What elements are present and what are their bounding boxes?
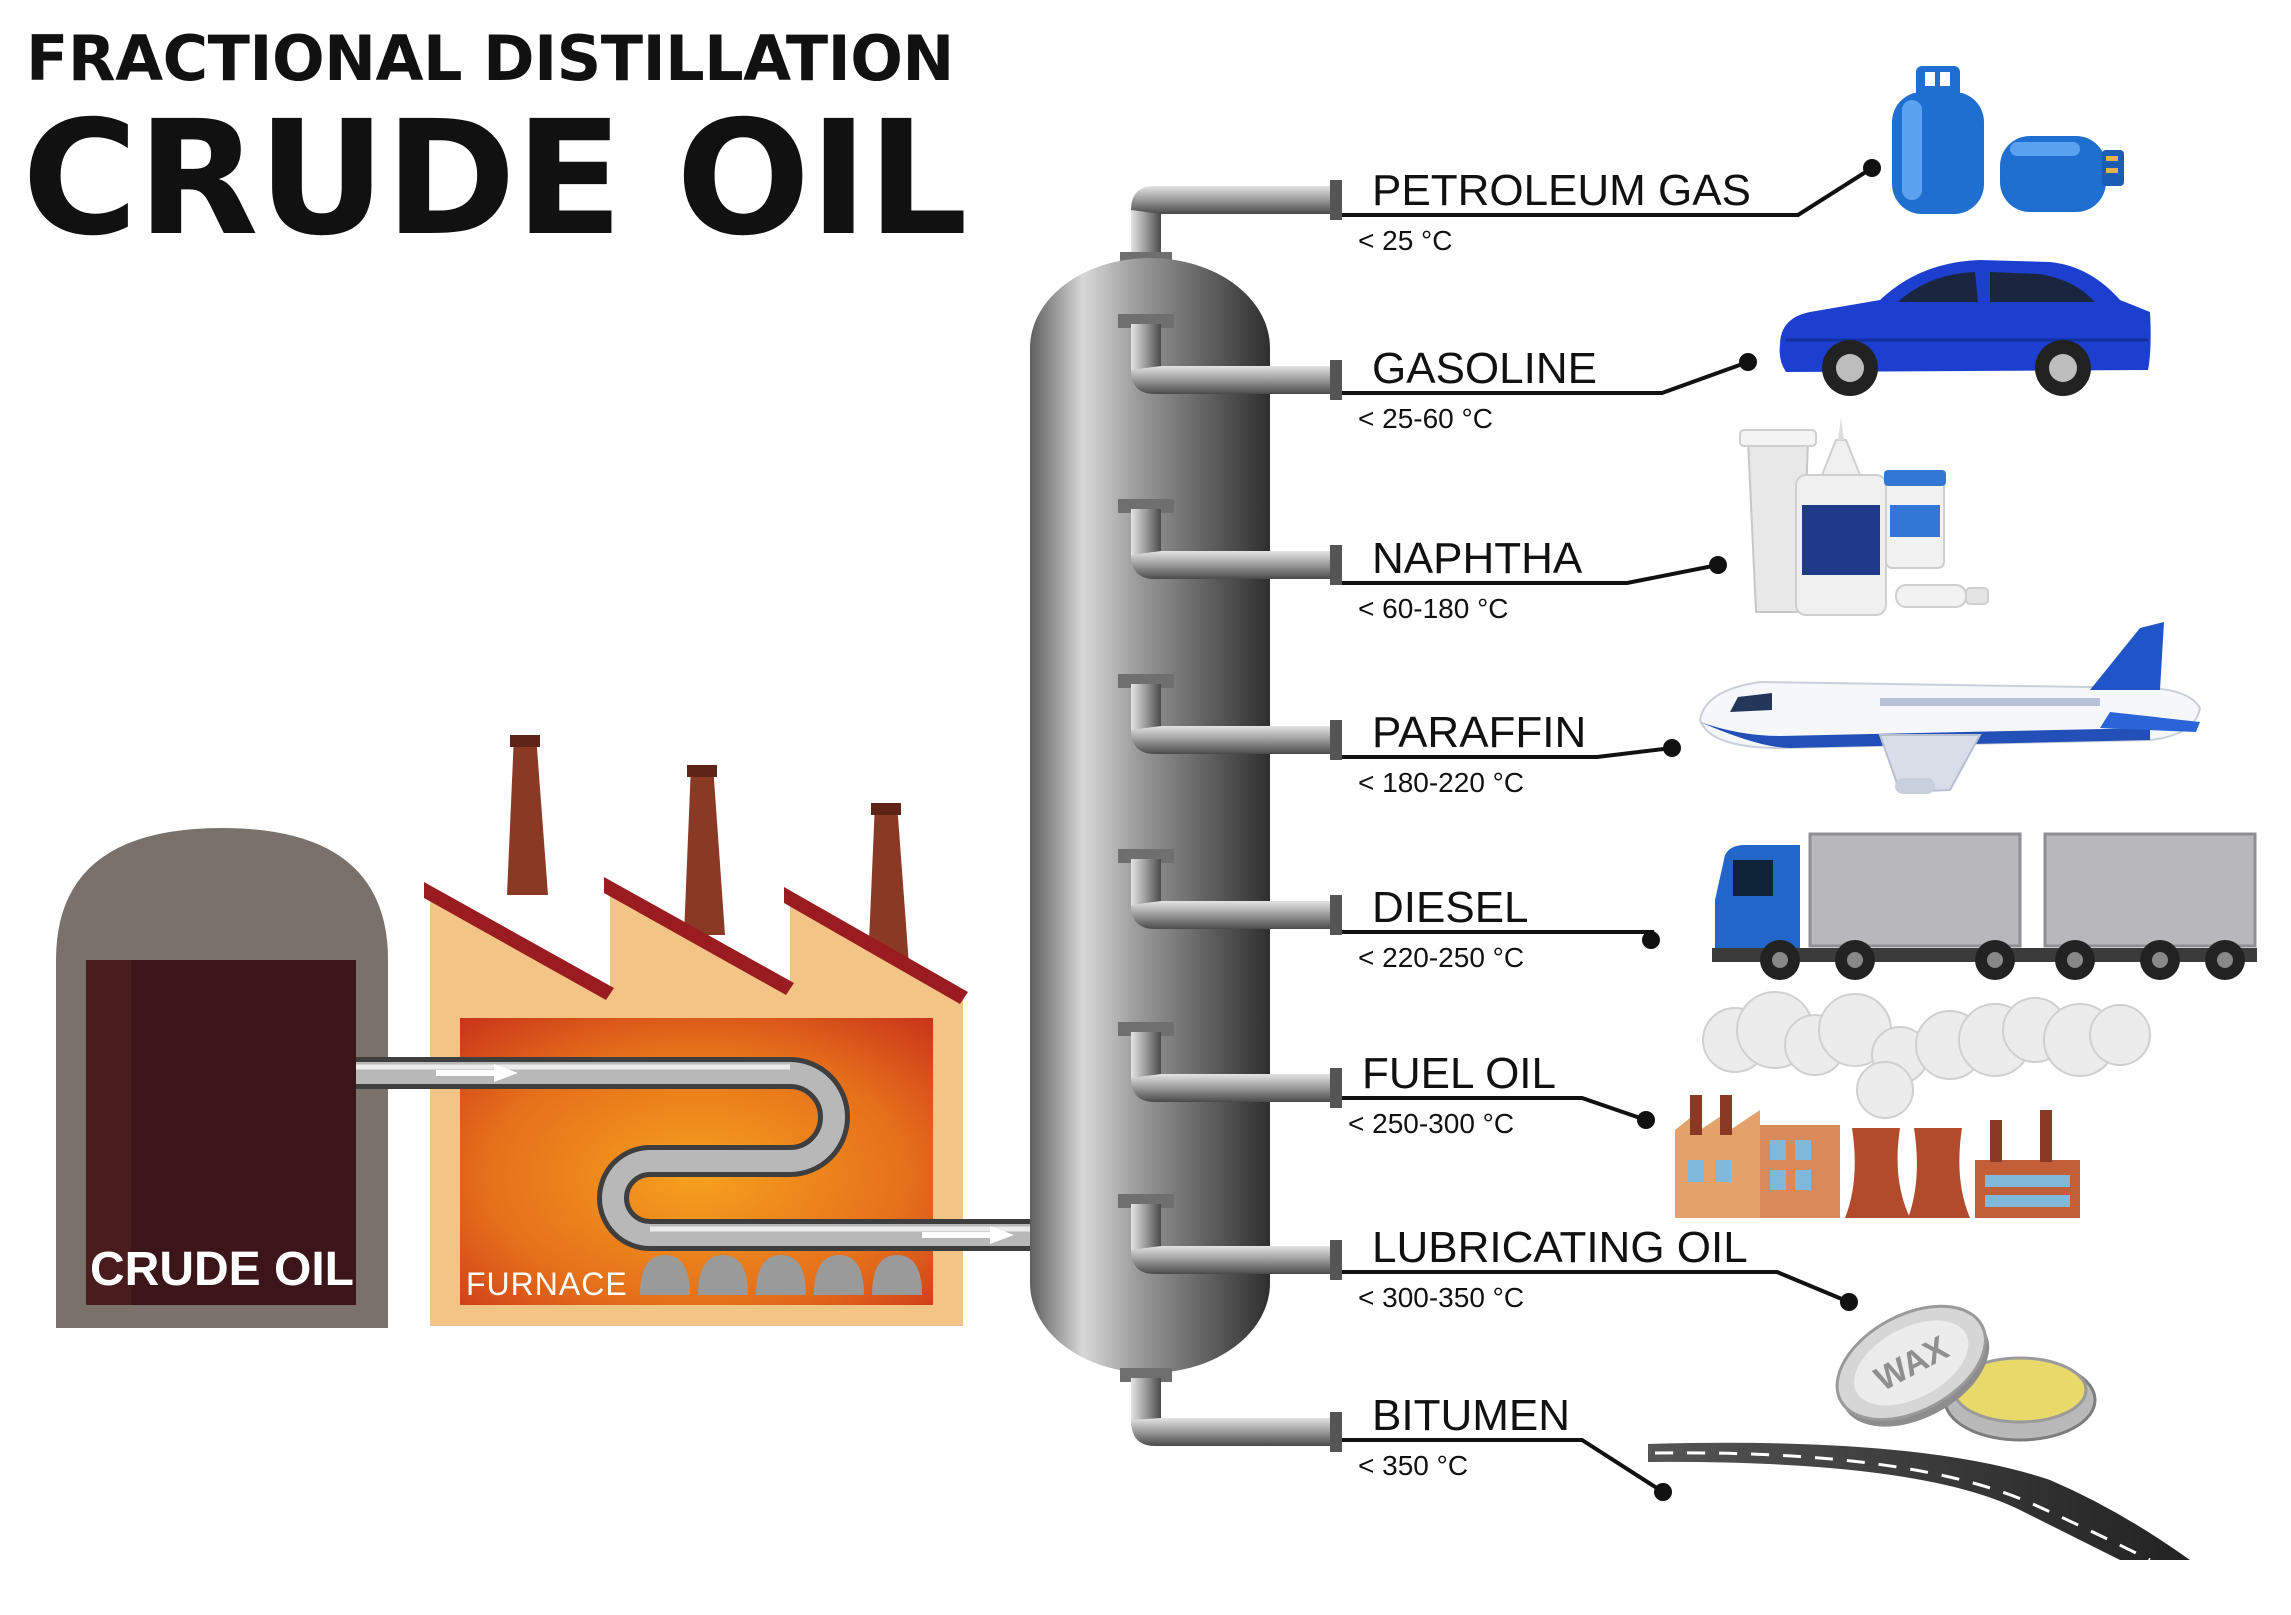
fraction-name: BITUMEN <box>1372 1391 1570 1440</box>
fraction-temperature: < 300-350 °C <box>1358 1282 1524 1313</box>
column-outlet-pipes <box>1118 314 1342 1280</box>
leader-dot <box>1642 931 1660 949</box>
wax-tin-icon: WAX <box>1835 1304 2097 1442</box>
leader-dot <box>1637 1111 1655 1129</box>
outlet-pipe <box>1118 1022 1342 1108</box>
leader-line <box>1342 930 1655 941</box>
outlet-pipe <box>1118 499 1342 585</box>
fraction-name: LUBRICATING OIL <box>1372 1223 1748 1272</box>
outlet-pipe <box>1118 674 1342 760</box>
chimney-1 <box>507 735 548 895</box>
fraction-name: PETROLEUM GAS <box>1372 166 1751 215</box>
gas-cylinders-icon <box>1892 66 2124 214</box>
leader-line <box>1342 166 1874 217</box>
fraction-lubricating-oil: LUBRICATING OIL < 300-350 °C <box>1342 1223 1858 1313</box>
leader-dot <box>1840 1293 1858 1311</box>
crude-oil-label: CRUDE OIL <box>90 1243 354 1296</box>
fraction-naphtha: NAPHTHA < 60-180 °C <box>1342 534 1727 624</box>
fraction-petroleum-gas: PETROLEUM GAS < 25 °C <box>1342 159 1881 256</box>
car-icon <box>1779 260 2151 396</box>
road-icon <box>1648 1442 2190 1562</box>
leader-dot <box>1663 739 1681 757</box>
fraction-name: DIESEL <box>1372 883 1529 932</box>
heating-pipe <box>356 1057 1040 1251</box>
fraction-name: GASOLINE <box>1372 344 1597 393</box>
fraction-bitumen: BITUMEN < 350 °C <box>1342 1391 1672 1501</box>
distillation-column <box>1030 180 1342 1452</box>
fraction-temperature: < 350 °C <box>1358 1450 1468 1481</box>
leader-line <box>1342 1270 1850 1304</box>
airplane-icon <box>1698 622 2202 794</box>
leader-dot <box>1654 1483 1672 1501</box>
leader-dot <box>1739 353 1757 371</box>
chemical-bottles-icon <box>1739 418 1989 616</box>
leader-line <box>1342 1438 1665 1494</box>
truck-wheels <box>1760 940 2245 980</box>
fraction-temperature: < 180-220 °C <box>1358 767 1524 798</box>
chimney-2 <box>684 765 725 935</box>
fraction-temperature: < 60-180 °C <box>1358 593 1509 624</box>
fraction-paraffin: PARAFFIN < 180-220 °C <box>1342 708 1681 798</box>
title-line-2: CRUDE OIL <box>22 87 968 271</box>
furnace-label: FURNACE <box>466 1266 628 1302</box>
fraction-name: NAPHTHA <box>1372 534 1583 583</box>
truck-icon <box>1712 832 2257 980</box>
fraction-temperature: < 250-300 °C <box>1348 1108 1514 1139</box>
outlet-pipe <box>1118 849 1342 935</box>
fraction-name: FUEL OIL <box>1362 1049 1556 1098</box>
fraction-gasoline: GASOLINE < 25-60 °C <box>1342 344 1757 434</box>
fraction-name: PARAFFIN <box>1372 708 1586 757</box>
leader-line <box>1342 360 1749 395</box>
fraction-labels: PETROLEUM GAS < 25 °C GASOLINE < 25-60 °C NA… <box>1342 159 1881 1501</box>
fraction-temperature: < 220-250 °C <box>1358 942 1524 973</box>
leader-line <box>1342 746 1673 759</box>
outlet-pipe <box>1118 314 1342 400</box>
fraction-fuel-oil: FUEL OIL < 250-300 °C <box>1342 1049 1655 1139</box>
fraction-diesel: DIESEL < 220-250 °C <box>1342 883 1660 973</box>
factories-icon <box>1675 991 2151 1218</box>
fraction-temperature: < 25-60 °C <box>1358 403 1493 434</box>
leader-line <box>1342 563 1719 585</box>
flow-arrow-icon <box>436 1064 518 1082</box>
leader-line <box>1342 1096 1647 1122</box>
leader-dot <box>1863 159 1881 177</box>
outlet-pipe <box>1118 1194 1342 1280</box>
crude-oil-tank: CRUDE OIL <box>56 828 388 1328</box>
chimney-3 <box>868 803 909 965</box>
leader-dot <box>1709 556 1727 574</box>
flow-arrow-icon <box>922 1226 1014 1244</box>
title-line-1: FRACTIONAL DISTILLATION <box>26 22 954 95</box>
fraction-temperature: < 25 °C <box>1358 225 1452 256</box>
